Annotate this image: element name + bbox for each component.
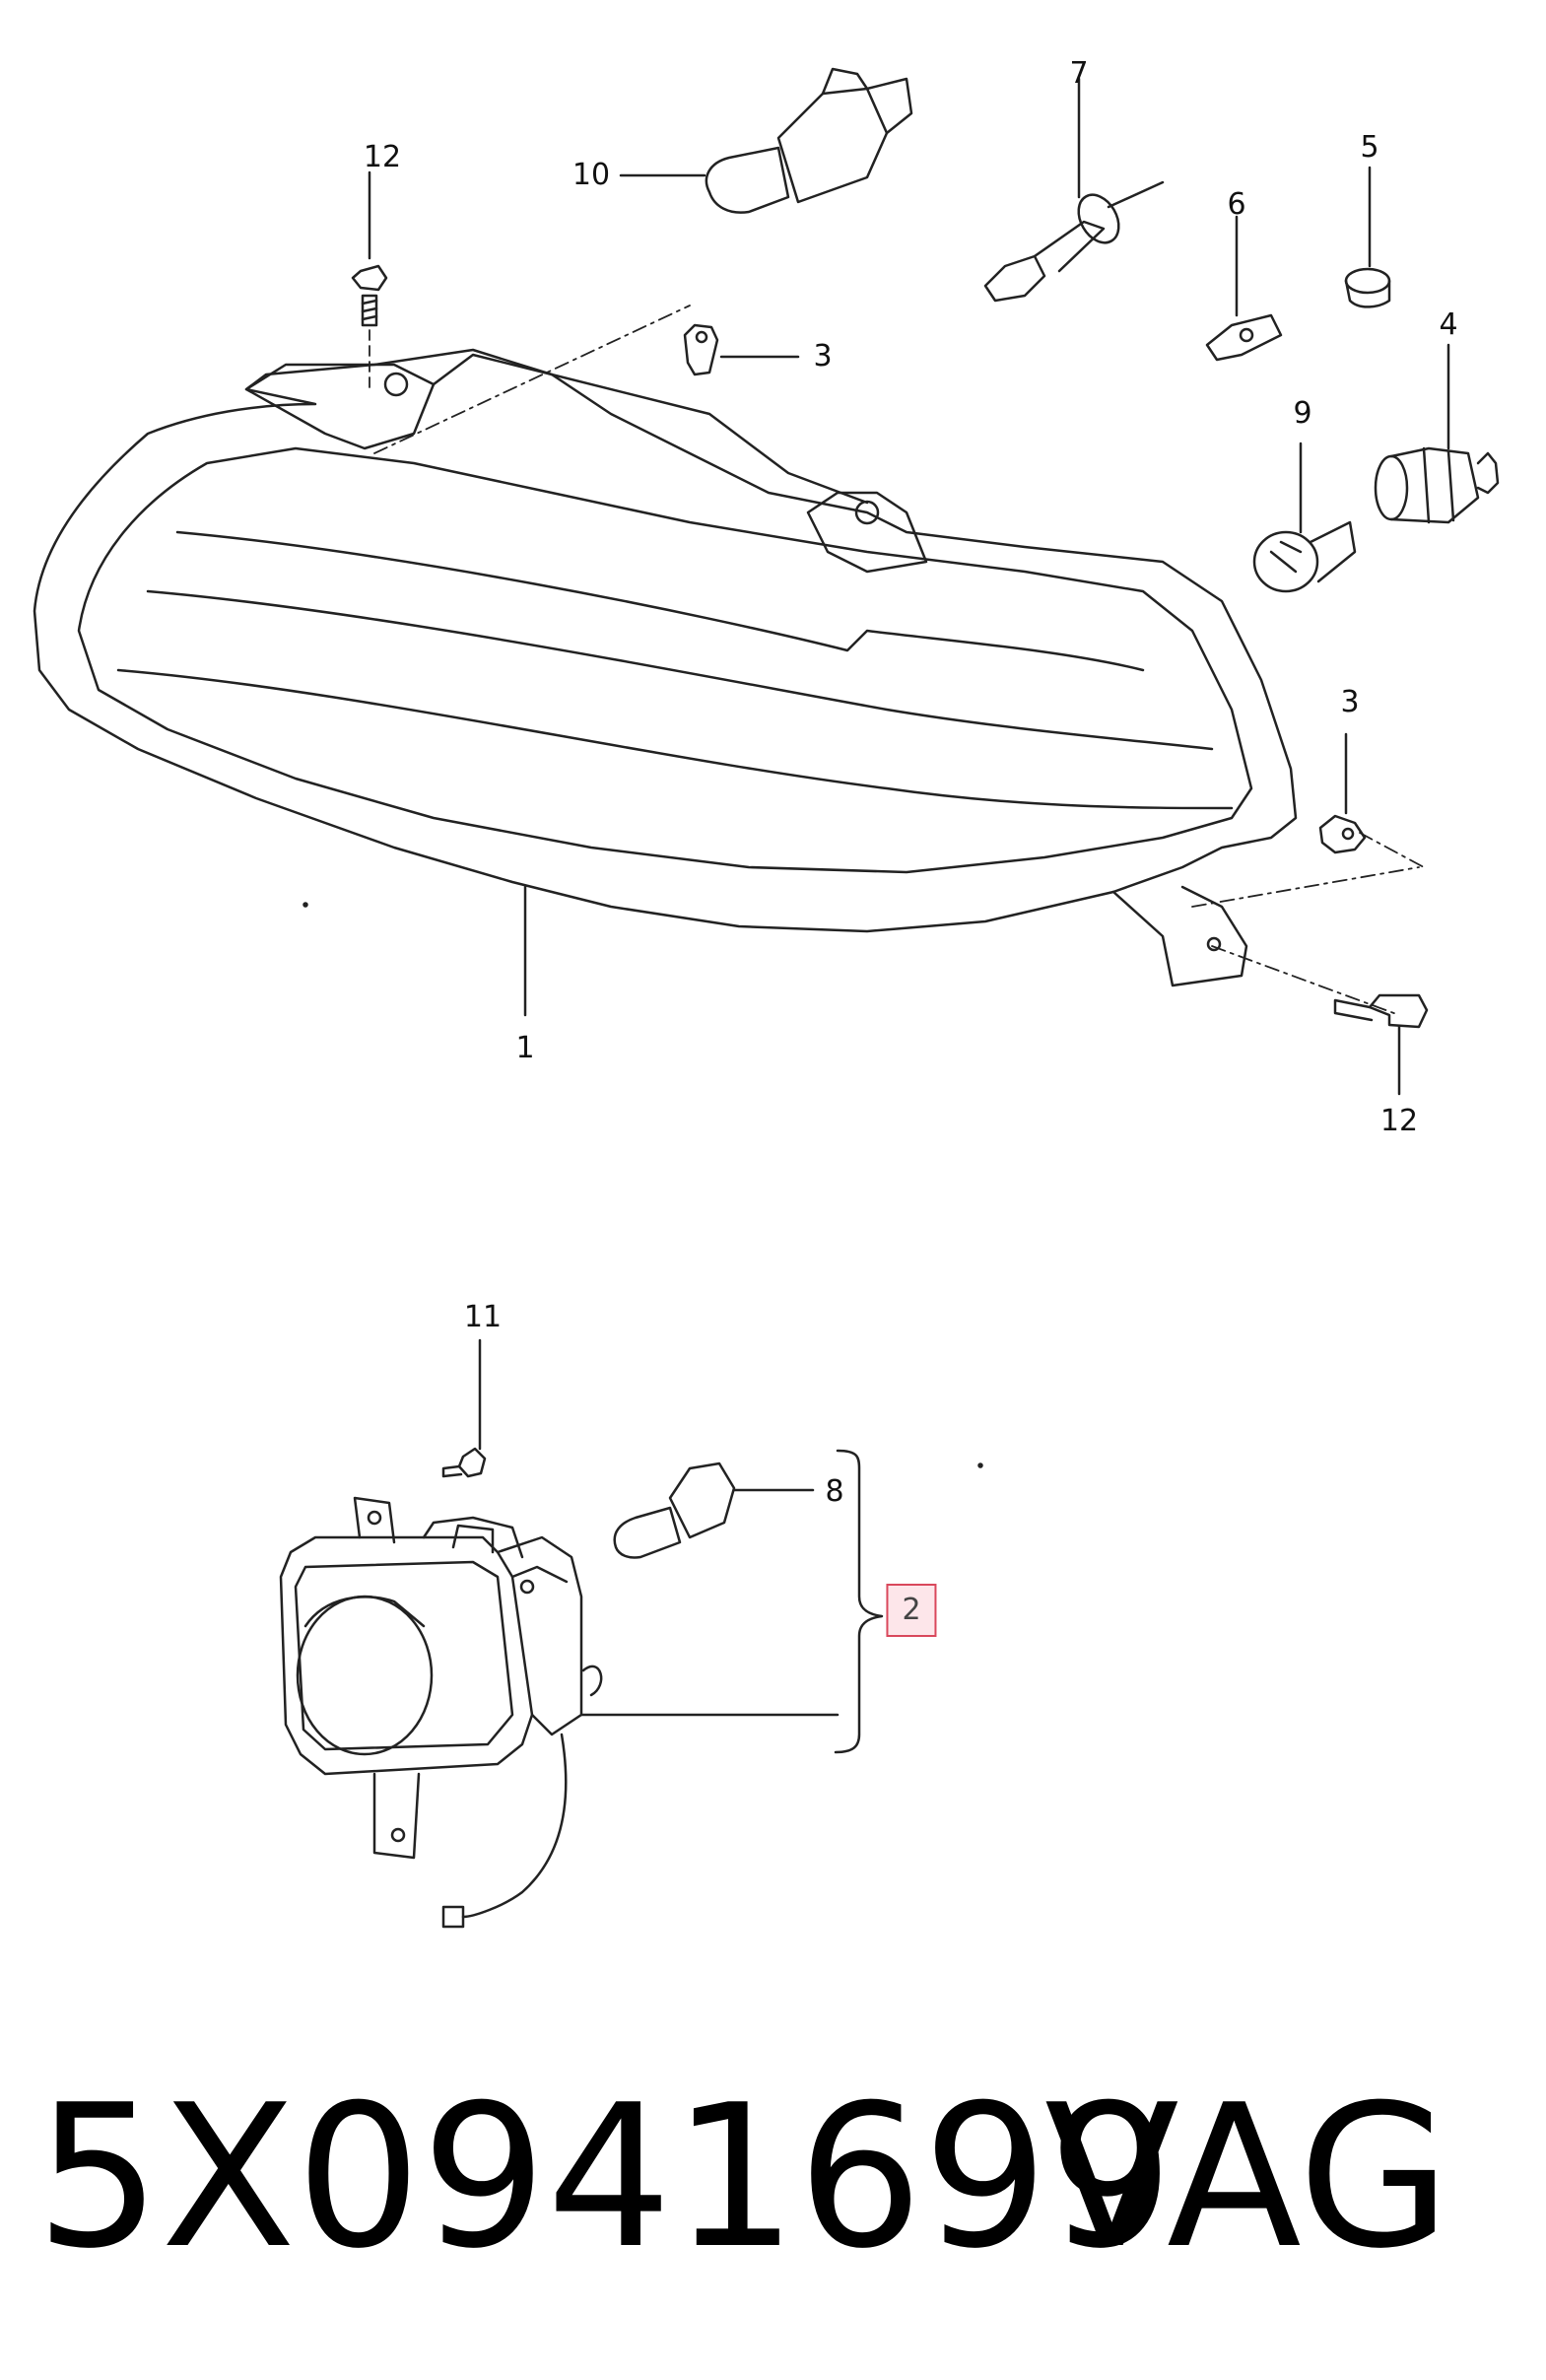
screw-11-drawing — [441, 1338, 487, 1478]
callout-1: 1 — [515, 1031, 535, 1065]
grommet-5-drawing — [1344, 166, 1391, 308]
callout-3-right: 3 — [1340, 685, 1360, 719]
callout-11: 11 — [463, 1300, 503, 1334]
socket-4-drawing — [1374, 343, 1500, 524]
screw-12-top-drawing — [351, 170, 388, 390]
fog-light-assembly-drawing — [279, 1496, 840, 1929]
callout-5: 5 — [1360, 130, 1379, 165]
nut-3-right-drawing — [1318, 732, 1367, 854]
callout-8: 8 — [825, 1474, 844, 1509]
callout-2-highlighted[interactable]: 2 — [886, 1584, 937, 1637]
callout-7: 7 — [1069, 56, 1089, 91]
callout-6: 6 — [1227, 187, 1246, 222]
part-caption: 5X0941699 VAG — [0, 2030, 1546, 2365]
exploded-parts-diagram — [33, 67, 1500, 1929]
bulb-10-drawing — [619, 67, 913, 214]
callout-12-bottom: 12 — [1379, 1104, 1419, 1138]
callout-12: 12 — [363, 140, 402, 174]
bracket-brace — [834, 1449, 884, 1754]
screw-12-bottom-drawing — [1333, 993, 1429, 1096]
bulb-9-drawing — [1252, 442, 1357, 593]
callout-3-top: 3 — [813, 339, 833, 374]
callout-4: 4 — [1439, 307, 1458, 342]
bulb-6-drawing — [1205, 215, 1283, 362]
callout-10: 10 — [571, 158, 611, 192]
headlight-assembly-drawing — [33, 305, 1425, 1016]
bulb-8-drawing — [613, 1462, 815, 1559]
brand-name: VAG — [1044, 2063, 1451, 2292]
callout-9: 9 — [1293, 396, 1312, 431]
part-number: 5X0941699 — [35, 2063, 1174, 2292]
bulb-holder-7-drawing — [983, 77, 1165, 303]
nut-3-top-drawing — [683, 323, 800, 376]
